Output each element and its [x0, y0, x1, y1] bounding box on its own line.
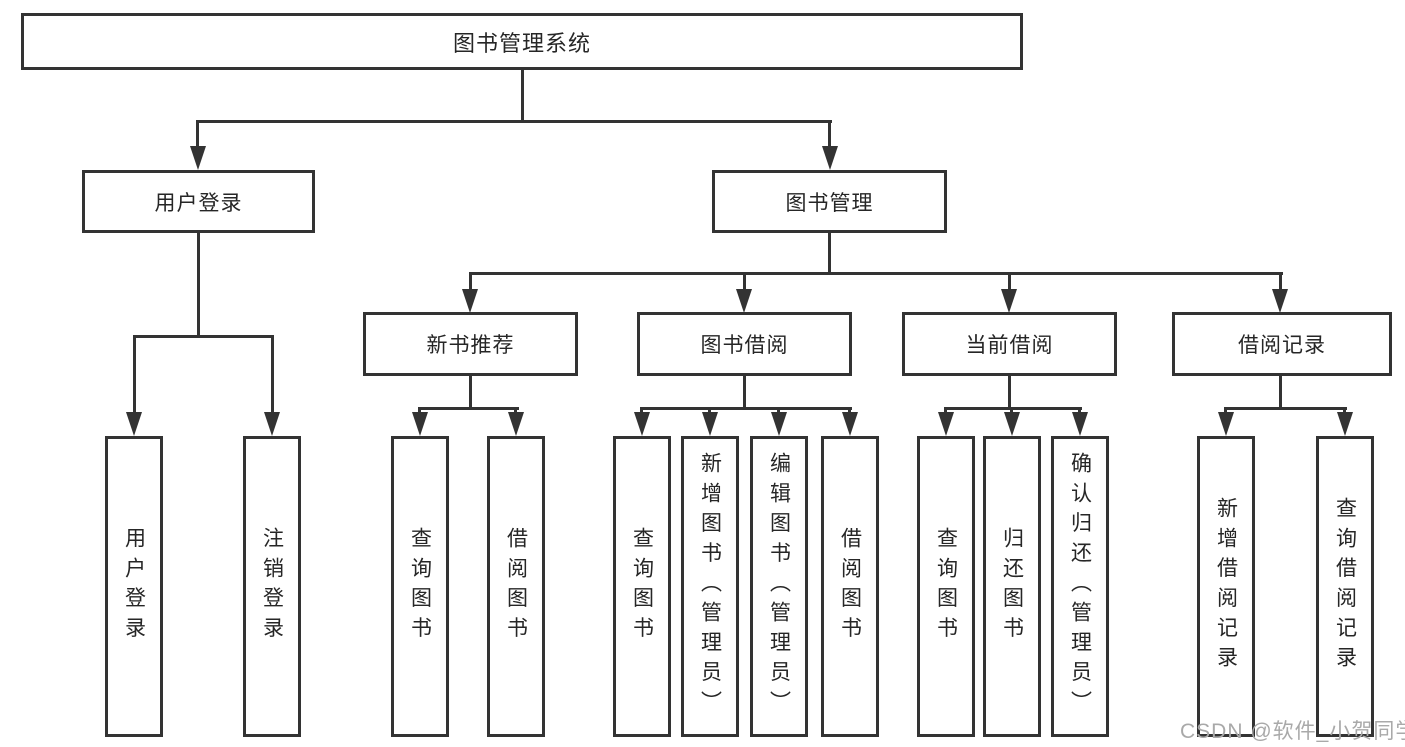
arrow-down-icon	[771, 412, 787, 436]
connector-line	[133, 335, 136, 415]
leaf-borrow-borrow-books: 借阅图书	[821, 436, 879, 737]
leaf-logout: 注销登录	[243, 436, 301, 737]
connector-line	[196, 120, 199, 150]
connector-line	[708, 407, 711, 415]
connector-line	[469, 376, 472, 407]
leaf-recommend-query-books: 查询图书	[391, 436, 449, 737]
connector-line	[419, 407, 519, 410]
connector-line	[418, 407, 421, 415]
arrow-down-icon	[1337, 412, 1353, 436]
connector-line	[1279, 272, 1282, 292]
node-book-management: 图书管理	[712, 170, 947, 233]
leaf-current-confirm-return-admin: 确认归还（管理员）	[1051, 436, 1109, 737]
connector-line	[743, 376, 746, 407]
connector-line	[1279, 376, 1282, 407]
connector-line	[777, 407, 780, 415]
connector-line	[271, 335, 274, 415]
leaf-borrow-edit-books-admin: 编辑图书（管理员）	[750, 436, 808, 737]
connector-line	[521, 70, 524, 120]
arrow-down-icon	[126, 412, 142, 436]
connector-line	[944, 407, 947, 415]
connector-line	[1224, 407, 1227, 415]
node-current-borrow: 当前借阅	[902, 312, 1117, 376]
node-new-book-recommend: 新书推荐	[363, 312, 578, 376]
connector-line	[945, 407, 1082, 410]
arrow-down-icon	[822, 146, 838, 170]
connector-line	[640, 407, 643, 415]
arrow-down-icon	[634, 412, 650, 436]
arrow-down-icon	[1218, 412, 1234, 436]
connector-line	[828, 120, 831, 150]
connector-line	[514, 407, 517, 415]
node-book-borrow: 图书借阅	[637, 312, 852, 376]
leaf-borrow-add-books-admin: 新增图书（管理员）	[681, 436, 739, 737]
arrow-down-icon	[462, 289, 478, 313]
connector-line	[1343, 407, 1346, 415]
connector-line	[743, 272, 746, 292]
csdn-watermark: CSDN @软件_小贺同学	[1180, 720, 1405, 743]
arrow-down-icon	[412, 412, 428, 436]
arrow-down-icon	[938, 412, 954, 436]
connector-line	[1078, 407, 1081, 415]
arrow-down-icon	[190, 146, 206, 170]
arrow-down-icon	[702, 412, 718, 436]
arrow-down-icon	[264, 412, 280, 436]
leaf-records-query-record: 查询借阅记录	[1316, 436, 1374, 737]
arrow-down-icon	[842, 412, 858, 436]
arrow-down-icon	[508, 412, 524, 436]
connector-line	[1008, 272, 1011, 292]
connector-line	[828, 233, 831, 274]
leaf-user-login: 用户登录	[105, 436, 163, 737]
leaf-records-add-record: 新增借阅记录	[1197, 436, 1255, 737]
connector-line	[197, 120, 832, 123]
arrow-down-icon	[1001, 289, 1017, 313]
leaf-current-return-books: 归还图书	[983, 436, 1041, 737]
arrow-down-icon	[1072, 412, 1088, 436]
connector-line	[469, 272, 1283, 275]
arrow-down-icon	[736, 289, 752, 313]
node-root: 图书管理系统	[21, 13, 1023, 70]
arrow-down-icon	[1272, 289, 1288, 313]
connector-line	[469, 272, 472, 292]
connector-line	[848, 407, 851, 415]
connector-line	[134, 335, 274, 338]
connector-line	[641, 407, 852, 410]
node-user-login: 用户登录	[82, 170, 315, 233]
connector-line	[1010, 407, 1013, 415]
leaf-borrow-query-books: 查询图书	[613, 436, 671, 737]
connector-line	[197, 233, 200, 335]
connector-line	[1008, 376, 1011, 407]
node-borrow-records: 借阅记录	[1172, 312, 1392, 376]
connector-line	[1225, 407, 1347, 410]
leaf-recommend-borrow-books: 借阅图书	[487, 436, 545, 737]
arrow-down-icon	[1004, 412, 1020, 436]
leaf-current-query-books: 查询图书	[917, 436, 975, 737]
